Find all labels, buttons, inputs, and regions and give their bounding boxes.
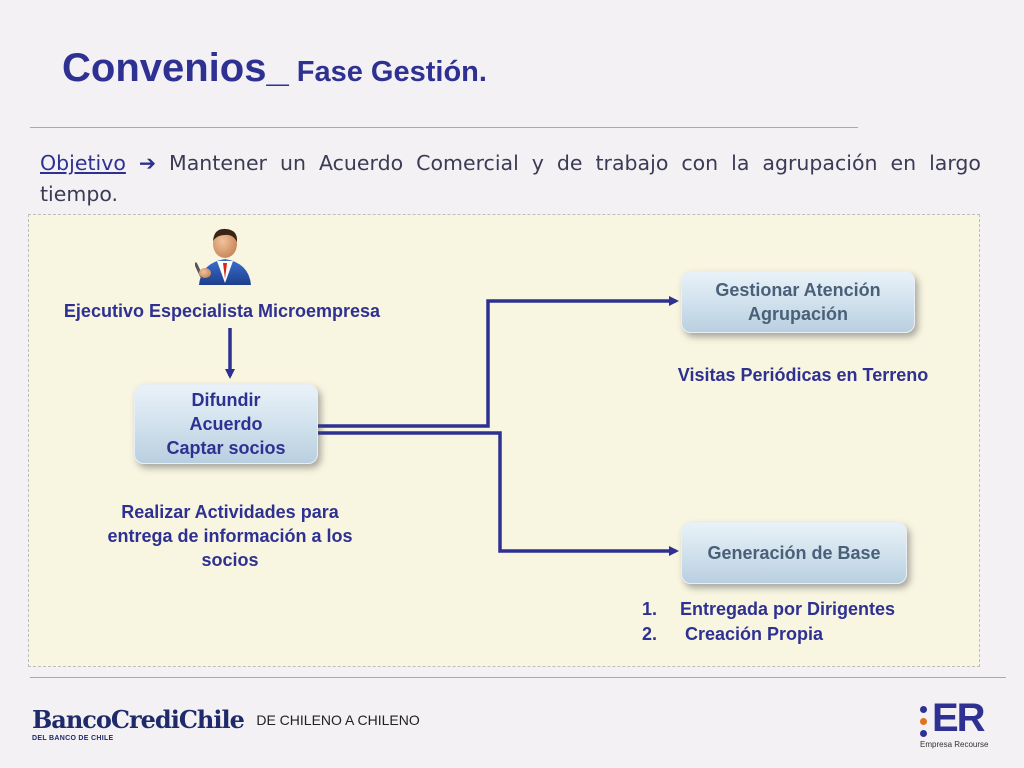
difundir-line: Acuerdo: [189, 414, 263, 434]
list-text: Creación Propia: [680, 624, 824, 644]
person-label: Ejecutivo Especialista Microempresa: [63, 301, 381, 321]
generacion-label: Generación de Base: [707, 543, 881, 563]
activities-line: entrega de información a los: [107, 526, 353, 546]
objective-text: Mantener un Acuerdo Comercial y de traba…: [40, 151, 981, 206]
slide-title: Convenios_ Fase Gestión.: [62, 46, 487, 91]
bank-small: DEL BANCO DE CHILE: [32, 735, 114, 742]
list-item: 1. Entregada por Dirigentes: [642, 597, 895, 622]
generacion-box: Generación de Base: [681, 522, 907, 584]
bancocredichile-logo: BancoCrediChile DE CHILENO A CHILENO DEL…: [32, 705, 420, 742]
er-logo: ER Empresa Recourse: [918, 696, 990, 752]
er-mark: ER: [932, 696, 986, 740]
gestionar-box: Gestionar Atención Agrupación: [681, 271, 915, 333]
list-text: Entregada por Dirigentes: [680, 599, 896, 619]
businessman-icon: [195, 228, 251, 285]
difundir-line: Captar socios: [166, 438, 286, 458]
activities-text: Realizar Actividades para entrega de inf…: [80, 500, 380, 572]
connector-to-gestionar: [293, 296, 679, 428]
list-number: 1.: [642, 599, 658, 619]
title-divider: [30, 127, 858, 128]
footer-divider: [30, 677, 1006, 678]
er-caption: Empresa Recourse: [920, 740, 989, 749]
difundir-line: Difundir: [191, 390, 261, 410]
visitas-text: Visitas Periódicas en Terreno: [677, 365, 929, 385]
activities-line: Realizar Actividades para: [121, 502, 339, 522]
base-list: 1. Entregada por Dirigentes 2. Creación P…: [642, 597, 895, 647]
er-dots-icon: [920, 706, 928, 742]
gestionar-line: Agrupación: [747, 304, 848, 324]
activities-line: socios: [201, 550, 259, 570]
title-sub: Fase Gestión.: [288, 56, 487, 88]
bank-brand: BancoCrediChile: [32, 705, 245, 734]
list-item: 2. Creación Propia: [642, 622, 895, 647]
objective-paragraph: Objetivo ➔ Mantener un Acuerdo Comercial…: [40, 148, 981, 210]
arrow-right-icon: ➔: [138, 151, 157, 175]
connector-to-generacion: [293, 431, 679, 556]
difundir-box: Difundir Acuerdo Captar socios: [134, 384, 318, 464]
title-main: Convenios_: [62, 46, 289, 90]
list-number: 2.: [642, 624, 658, 644]
objective-label: Objetivo: [40, 151, 126, 175]
gestionar-line: Gestionar Atención: [715, 280, 881, 300]
bank-tagline: DE CHILENO A CHILENO: [256, 712, 420, 728]
